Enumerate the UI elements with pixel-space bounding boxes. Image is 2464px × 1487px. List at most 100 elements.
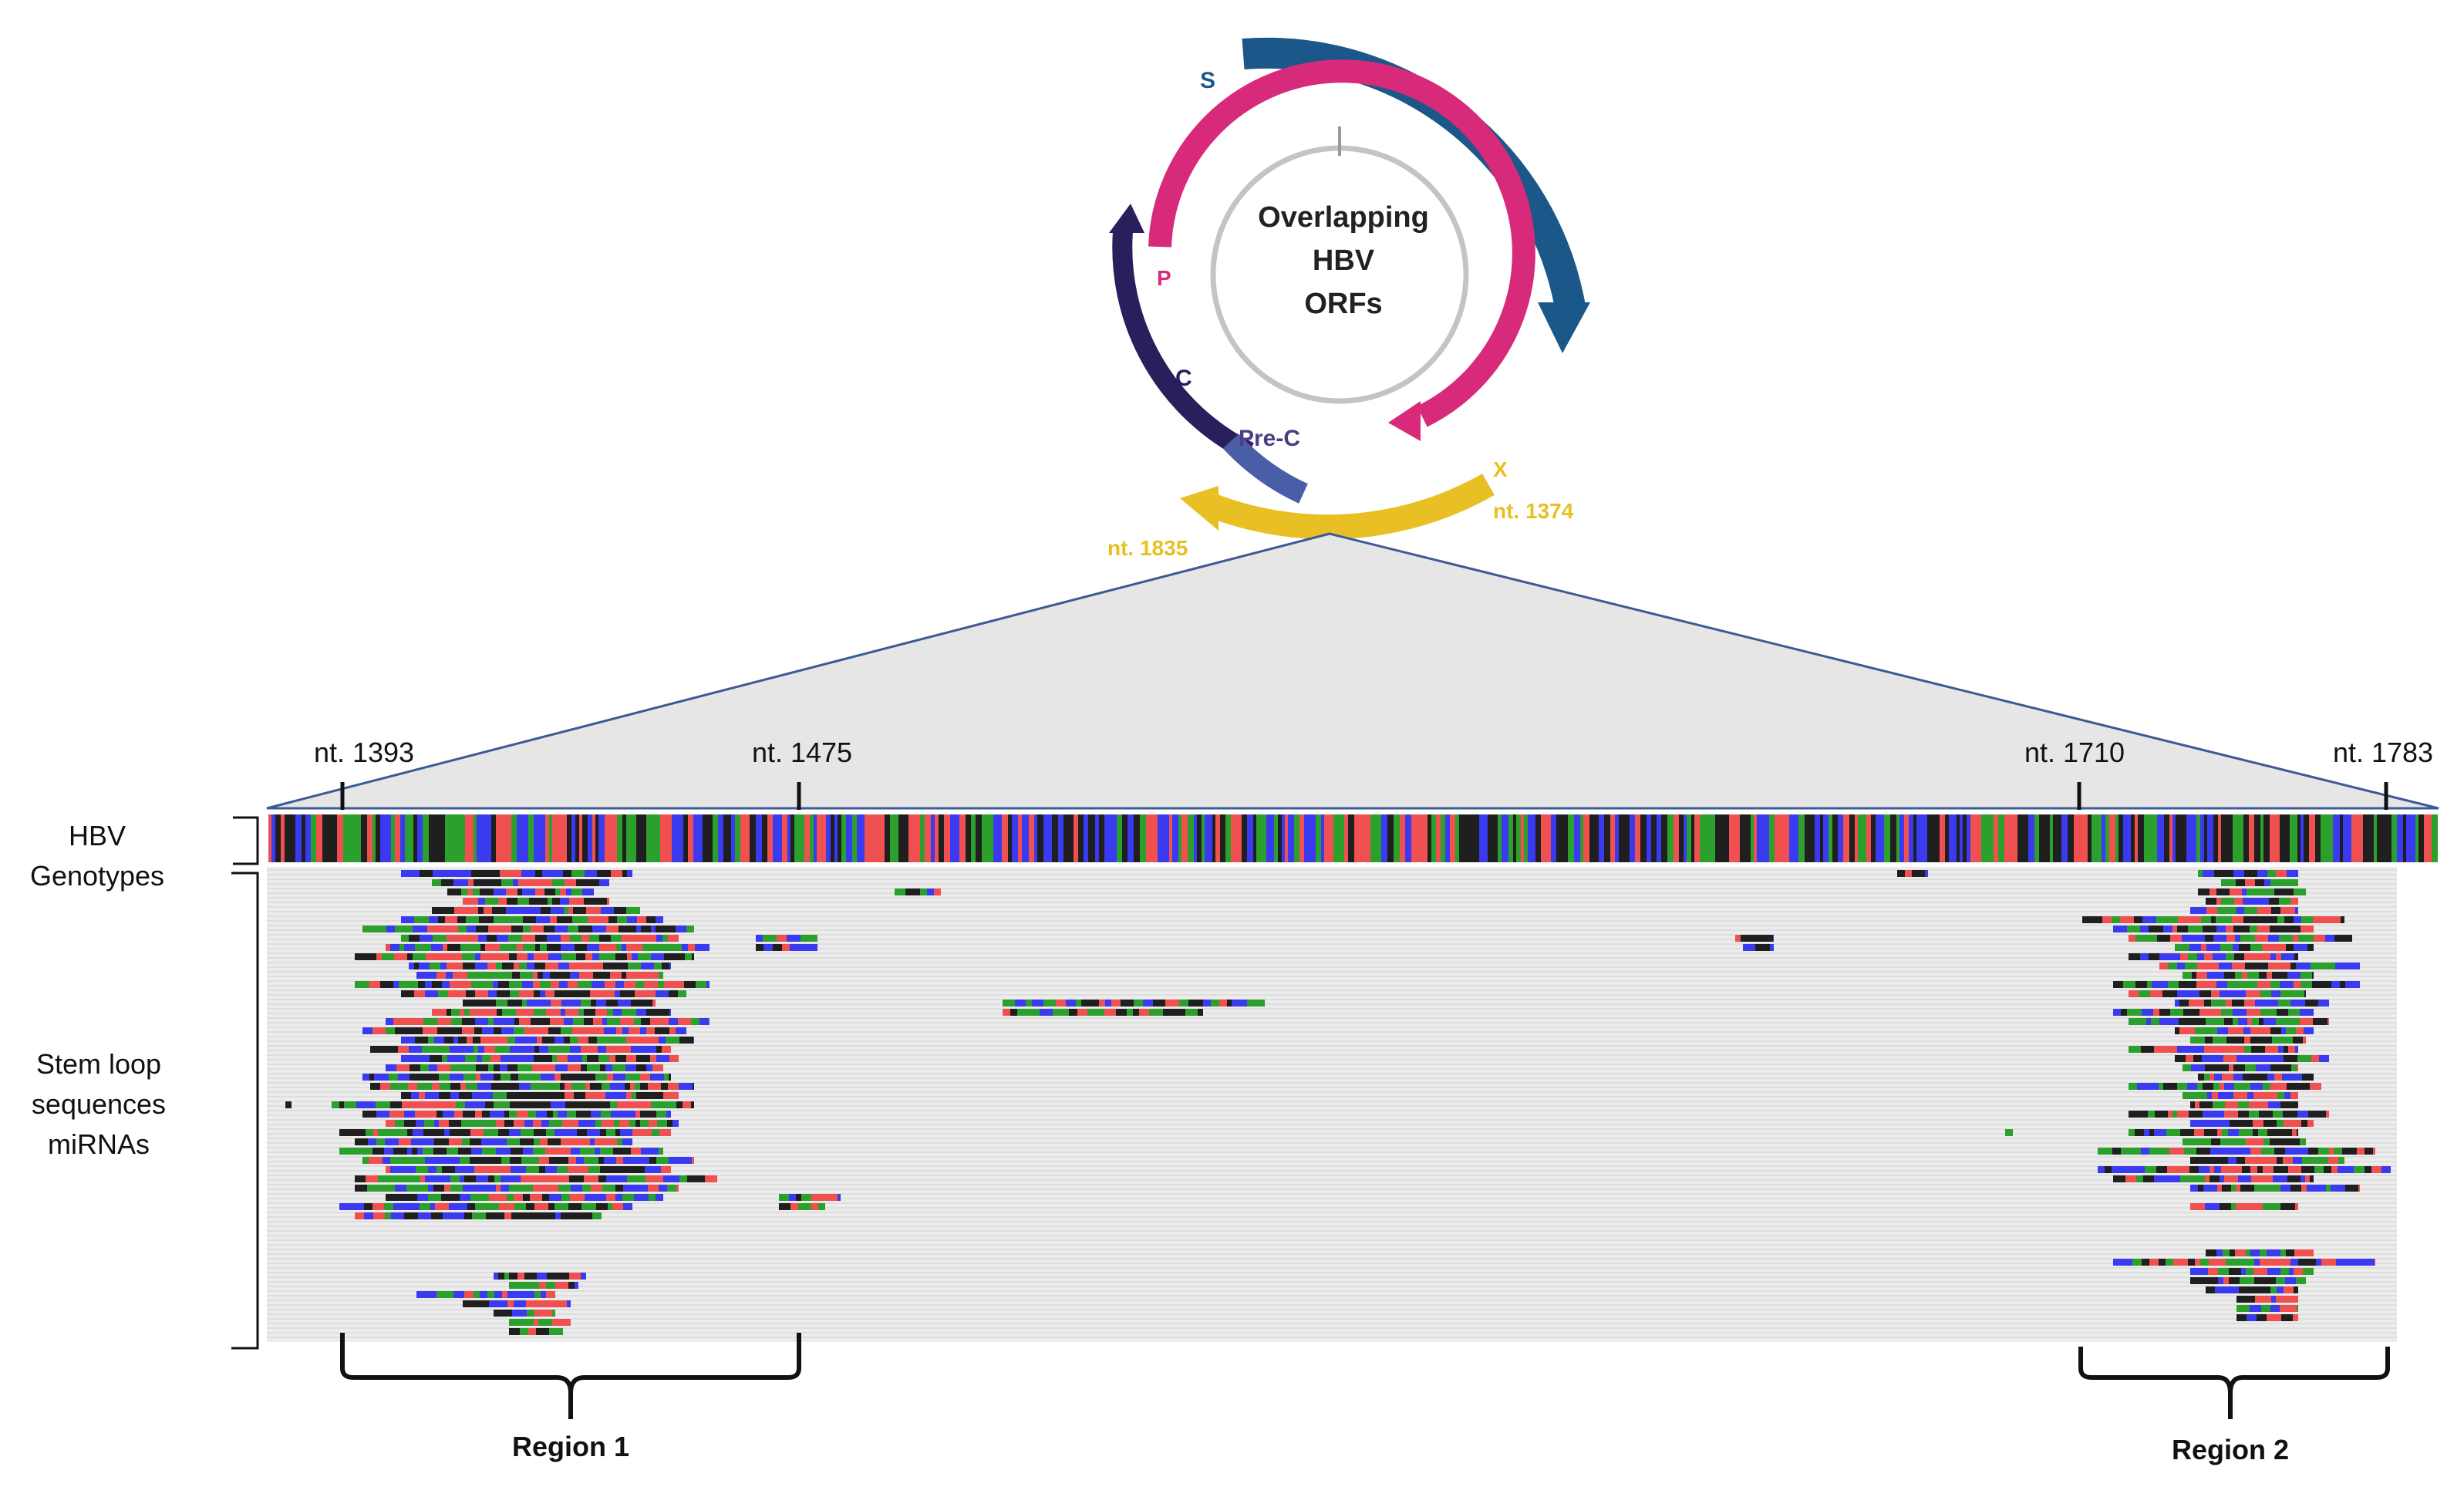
genotype-column (1400, 814, 1405, 862)
genotype-column (1574, 814, 1580, 862)
read-block (2189, 944, 2201, 951)
read-block (492, 879, 501, 886)
read-block (568, 907, 573, 914)
genotype-column (435, 814, 440, 862)
read-block (2308, 1111, 2313, 1118)
read-block (494, 1101, 501, 1108)
genotype-column (1310, 814, 1316, 862)
read-block (413, 981, 418, 988)
read-block (632, 953, 638, 960)
read-block (419, 963, 430, 969)
orf-x-label: X (1493, 457, 1508, 481)
read-block (2201, 916, 2211, 923)
read-block (626, 944, 637, 951)
read-block (582, 888, 594, 895)
read-block (1053, 1009, 1061, 1016)
read-block (2249, 1296, 2255, 1303)
read-block (540, 944, 547, 951)
read-block (400, 926, 413, 932)
read-block (2234, 1083, 2243, 1090)
read-block (2271, 1092, 2277, 1099)
read-block (461, 1120, 474, 1127)
read-block (2302, 1157, 2315, 1164)
genotype-column (2304, 814, 2309, 862)
read-block (2297, 1305, 2298, 1312)
read-block (536, 907, 541, 914)
read-block (447, 944, 460, 951)
read-block (2238, 1111, 2249, 1118)
read-block (555, 1064, 568, 1071)
read-block (2358, 1185, 2360, 1192)
read-block (366, 1101, 376, 1108)
read-block (659, 1037, 666, 1044)
genotype-column (549, 814, 552, 862)
genotype-column (1012, 814, 1018, 862)
read-block (423, 1018, 437, 1025)
read-block (645, 1000, 652, 1007)
genotype-column (1798, 814, 1805, 862)
read-block (620, 990, 635, 997)
read-block (2189, 1111, 2203, 1118)
genotype-column (605, 814, 611, 862)
genotype-column (841, 814, 846, 862)
read-block (934, 888, 941, 895)
genotype-column (465, 814, 470, 862)
read-block (460, 870, 471, 877)
genotype-column (1921, 814, 1927, 862)
read-block (667, 1185, 676, 1192)
read-block (709, 1018, 710, 1025)
genotype-column (322, 814, 325, 862)
read-block (2112, 1148, 2121, 1155)
read-block (516, 1009, 529, 1016)
read-block (464, 1291, 474, 1298)
read-block (2289, 1055, 2297, 1062)
read-block (2247, 1286, 2257, 1293)
read-block (538, 1319, 552, 1326)
read-block (2335, 963, 2350, 969)
genotype-column (1541, 814, 1546, 862)
read-block (647, 1037, 659, 1044)
genotype-column (2176, 814, 2181, 862)
read-block (2225, 990, 2239, 997)
read-block (548, 1203, 554, 1210)
read-block (567, 1000, 581, 1007)
read-block (2282, 1074, 2290, 1081)
read-block (640, 1027, 646, 1034)
read-block (763, 944, 773, 951)
read-block (597, 1194, 606, 1201)
read-block (453, 963, 463, 969)
read-block (585, 953, 592, 960)
genotype-column (1091, 814, 1095, 862)
read-block (2127, 1009, 2142, 1016)
read-block (606, 1194, 615, 1201)
genotype-column (790, 814, 794, 862)
genotype-column (1370, 814, 1376, 862)
read-block (491, 1083, 498, 1090)
read-block (2207, 972, 2213, 979)
read-block (2227, 981, 2235, 988)
genotype-column (2381, 814, 2386, 862)
read-block (2188, 1259, 2195, 1266)
read-block (494, 1074, 501, 1081)
read-block (2371, 1166, 2381, 1173)
genotypes-label-line-1: HBV (69, 820, 126, 851)
read-block (2213, 935, 2222, 942)
read-block (2301, 1166, 2314, 1173)
genotype-column (1063, 814, 1067, 862)
genotype-column (1953, 814, 1957, 862)
read-block (1029, 1009, 1040, 1016)
read-block (404, 1120, 416, 1127)
read-block (417, 1148, 423, 1155)
read-block (2260, 1055, 2270, 1062)
read-block (636, 1092, 650, 1099)
read-block (2295, 898, 2298, 905)
read-block (397, 1194, 403, 1201)
read-block (571, 1185, 582, 1192)
read-block (756, 935, 763, 942)
read-block (2193, 1092, 2207, 1099)
read-block (2194, 1129, 2204, 1136)
read-block (693, 1037, 694, 1044)
read-block (515, 907, 527, 914)
read-block (2179, 1000, 2189, 1007)
read-block (2121, 1148, 2132, 1155)
